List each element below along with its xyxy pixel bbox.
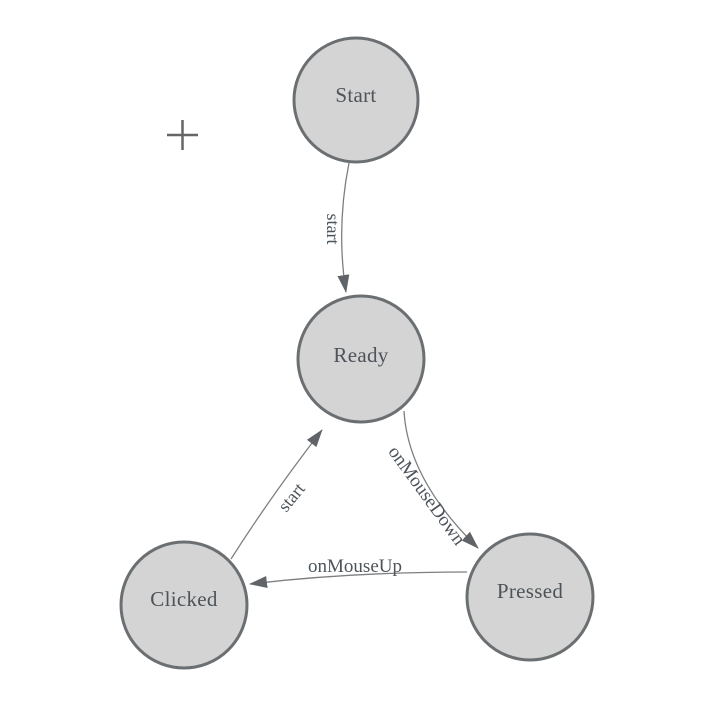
edge-label: start [323,214,343,245]
node-circle[interactable] [296,294,426,424]
edge-line[interactable] [230,429,323,560]
node-pressed[interactable]: Pressed [465,532,595,662]
node-circle[interactable] [119,540,249,670]
node-ready[interactable]: Ready [296,294,426,424]
node-clicked[interactable]: Clicked [119,540,249,670]
edge-line[interactable] [337,162,350,293]
edge-line[interactable] [403,410,479,549]
edge-line[interactable] [249,571,468,588]
edge-ready-to-pressed[interactable]: onMouseDown [384,410,479,550]
node-label: Start [335,83,376,107]
node-start[interactable]: Start [292,36,420,164]
node-label: Clicked [150,587,218,611]
edge-start-to-ready[interactable]: start [323,162,350,293]
node-circle[interactable] [292,36,420,164]
edge-label: start [274,479,309,516]
plus-cursor-icon[interactable] [167,120,198,150]
edge-label: onMouseUp [308,556,402,577]
edge-clicked-to-ready[interactable]: start [230,429,323,560]
node-label: Pressed [497,579,563,603]
edge-pressed-to-clicked[interactable]: onMouseUp [249,556,468,588]
node-label: Ready [333,343,388,367]
plus-cursor-shape [167,120,198,150]
edge-label: onMouseDown [384,442,470,550]
node-circle[interactable] [465,532,595,662]
